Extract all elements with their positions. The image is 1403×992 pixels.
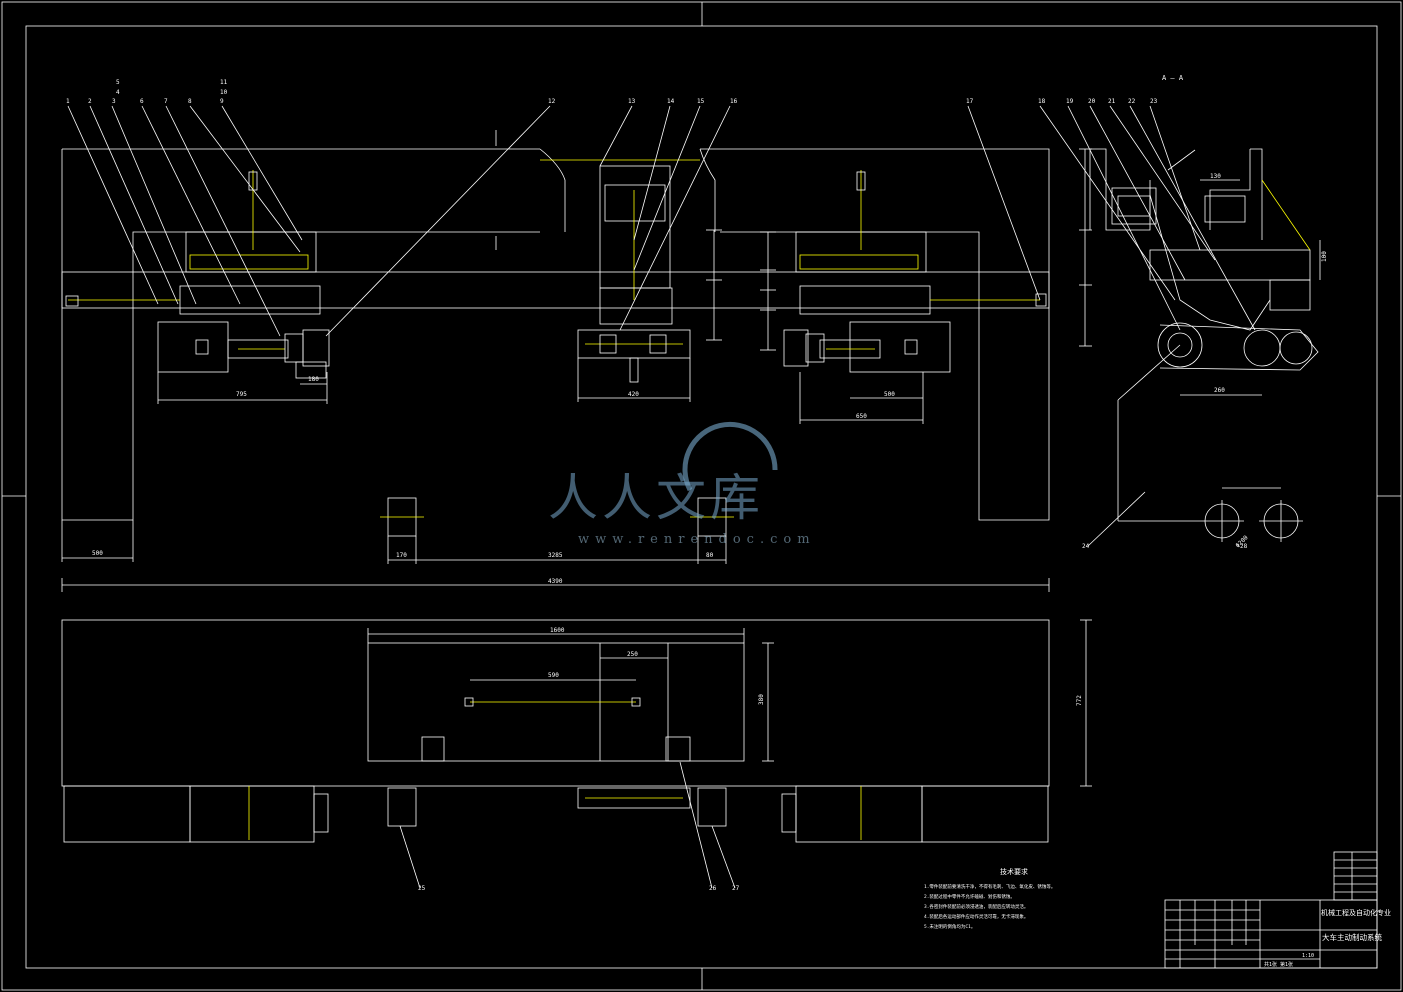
part-number-23: 23	[1150, 98, 1158, 105]
inner-border	[25, 25, 1378, 969]
section-label: A — A	[1162, 74, 1184, 82]
dimension-top-beam: 590	[548, 672, 559, 679]
tech-req-line: 2.装配过程中零件不允许磕碰、划伤和锈蚀。	[924, 893, 1015, 900]
part-number-24: 24	[1082, 543, 1090, 550]
part-number-2: 2	[88, 98, 92, 105]
dimension-top-inner: 1600	[550, 627, 565, 634]
dimension-overall-length: 4390	[548, 578, 563, 585]
dimension-foot-1: 170	[396, 552, 407, 559]
part-number-11: 11	[220, 79, 228, 86]
part-number-21: 21	[1108, 98, 1116, 105]
dimension-front-left-gap: 180	[308, 376, 319, 383]
dimension-labels: 795 180 420 500 650 500 170 3285 80 4390 1600 590 25…	[92, 173, 1328, 706]
watermark-logo-icon	[682, 421, 778, 492]
part-number-27: 27	[732, 885, 740, 892]
dimension-side-right-dim: 100	[1321, 251, 1328, 262]
part-number-6: 6	[140, 98, 144, 105]
title-block-text: 机械工程及自动化专业 大车主动制动系统 1:10 共1张 第1张	[1264, 908, 1391, 968]
part-number-20: 20	[1088, 98, 1096, 105]
dimension-front-left-width: 795	[236, 391, 247, 398]
drawing-title: 大车主动制动系统	[1322, 932, 1382, 942]
part-number-19: 19	[1066, 98, 1074, 105]
part-number-4: 4	[116, 89, 120, 96]
part-number-18: 18	[1038, 98, 1046, 105]
school-name: 机械工程及自动化专业	[1321, 908, 1391, 917]
part-number-10: 10	[220, 89, 228, 96]
part-number-26: 26	[709, 885, 717, 892]
part-number-28: 28	[1240, 543, 1248, 550]
part-number-3: 3	[112, 98, 116, 105]
dimension-side-wheel-span: 260	[1214, 387, 1225, 394]
front-leader-lines	[67, 105, 1146, 889]
sheet-info: 共1张 第1张	[1264, 961, 1293, 968]
dimension-top-height-1: 380	[758, 694, 765, 705]
dimension-foot-2: 80	[706, 552, 714, 559]
dimension-foot-span: 3285	[548, 552, 563, 559]
front-dimension-lines	[61, 229, 1050, 592]
part-number-15: 15	[697, 98, 705, 105]
part-number-12: 12	[548, 98, 556, 105]
dimension-front-right-width: 500	[884, 391, 895, 398]
part-number-1: 1	[66, 98, 70, 105]
dimension-side-top-dim: 130	[1210, 173, 1221, 180]
part-number-5: 5	[116, 79, 120, 86]
scale-value: 1:10	[1302, 953, 1314, 959]
dimension-top-height-2: 772	[1076, 695, 1083, 706]
part-number-16: 16	[730, 98, 738, 105]
part-number-9: 9	[220, 98, 224, 105]
tech-req-title: 技术要求	[1000, 867, 1028, 876]
part-number-14: 14	[667, 98, 675, 105]
dimension-front-right-base: 650	[856, 413, 867, 420]
part-number-17: 17	[966, 98, 974, 105]
tech-req-line: 5.未注明的倒角均为C1。	[924, 923, 975, 930]
side-view	[1039, 105, 1321, 542]
dimension-top-small: 250	[627, 651, 638, 658]
part-number-8: 8	[188, 98, 192, 105]
part-number-7: 7	[164, 98, 168, 105]
part-number-25: 25	[418, 885, 426, 892]
tech-req-line: 1.零件装配前要清洗干净，不得有毛刺、飞边、氧化皮、锈蚀等。	[924, 883, 1055, 890]
front-view	[61, 130, 1050, 537]
dimension-front-mid-width: 420	[628, 391, 639, 398]
tech-requirements: 技术要求 1.零件装配前要清洗干净，不得有毛刺、飞边、氧化皮、锈蚀等。 2.装配…	[924, 867, 1055, 930]
dimension-left-leg: 500	[92, 550, 103, 557]
tech-req-line: 3.各密封件装配前必须浸透油，装配后应转动灵活。	[924, 903, 1028, 910]
tech-req-line: 4.装配后各运动部件应动作灵活可靠，无卡滞现象。	[924, 913, 1028, 920]
part-number-22: 22	[1128, 98, 1136, 105]
title-block	[1164, 851, 1378, 969]
part-number-13: 13	[628, 98, 636, 105]
top-view	[61, 619, 1092, 843]
